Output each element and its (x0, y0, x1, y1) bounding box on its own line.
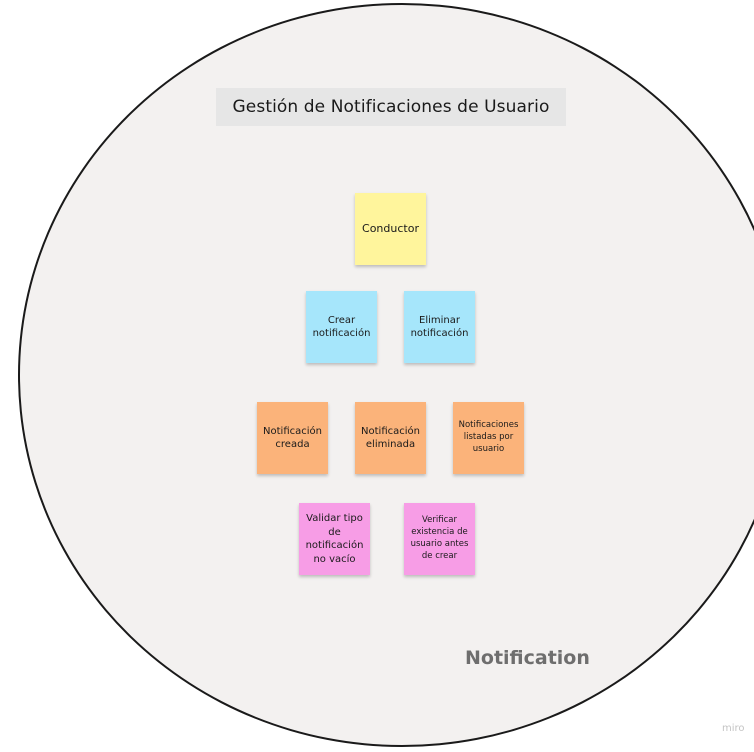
bounded-context-label[interactable]: Notification (465, 647, 590, 669)
sticky-command-eliminar-notificacion[interactable]: Eliminar notificación (404, 291, 475, 363)
board-title[interactable]: Gestión de Notificaciones de Usuario (216, 88, 566, 126)
sticky-event-notificacion-eliminada[interactable]: Notificación eliminada (355, 402, 426, 474)
sticky-policy-verificar-usuario[interactable]: Verificar existencia de usuario antes de… (404, 503, 475, 575)
sticky-text: Verificar existencia de usuario antes de… (410, 515, 469, 561)
sticky-text: Notificación eliminada (361, 425, 420, 451)
sticky-actor-conductor[interactable]: Conductor (355, 193, 426, 265)
sticky-text: Eliminar notificación (410, 314, 469, 340)
sticky-text: Crear notificación (312, 314, 371, 340)
sticky-event-notificaciones-listadas[interactable]: Notificaciones listadas por usuario (453, 402, 524, 474)
board-title-text: Gestión de Notificaciones de Usuario (232, 97, 550, 117)
bounded-context-circle (18, 3, 754, 747)
sticky-text: Conductor (362, 221, 419, 235)
sticky-policy-validar-tipo[interactable]: Validar tipo de notificación no vacío (299, 503, 370, 575)
sticky-command-crear-notificacion[interactable]: Crear notificación (306, 291, 377, 363)
sticky-text: Notificación creada (263, 425, 322, 451)
sticky-event-notificacion-creada[interactable]: Notificación creada (257, 402, 328, 474)
sticky-text: Validar tipo de notificación no vacío (305, 513, 364, 565)
sticky-text: Notificaciones listadas por usuario (458, 420, 519, 454)
miro-watermark: miro (722, 723, 745, 734)
